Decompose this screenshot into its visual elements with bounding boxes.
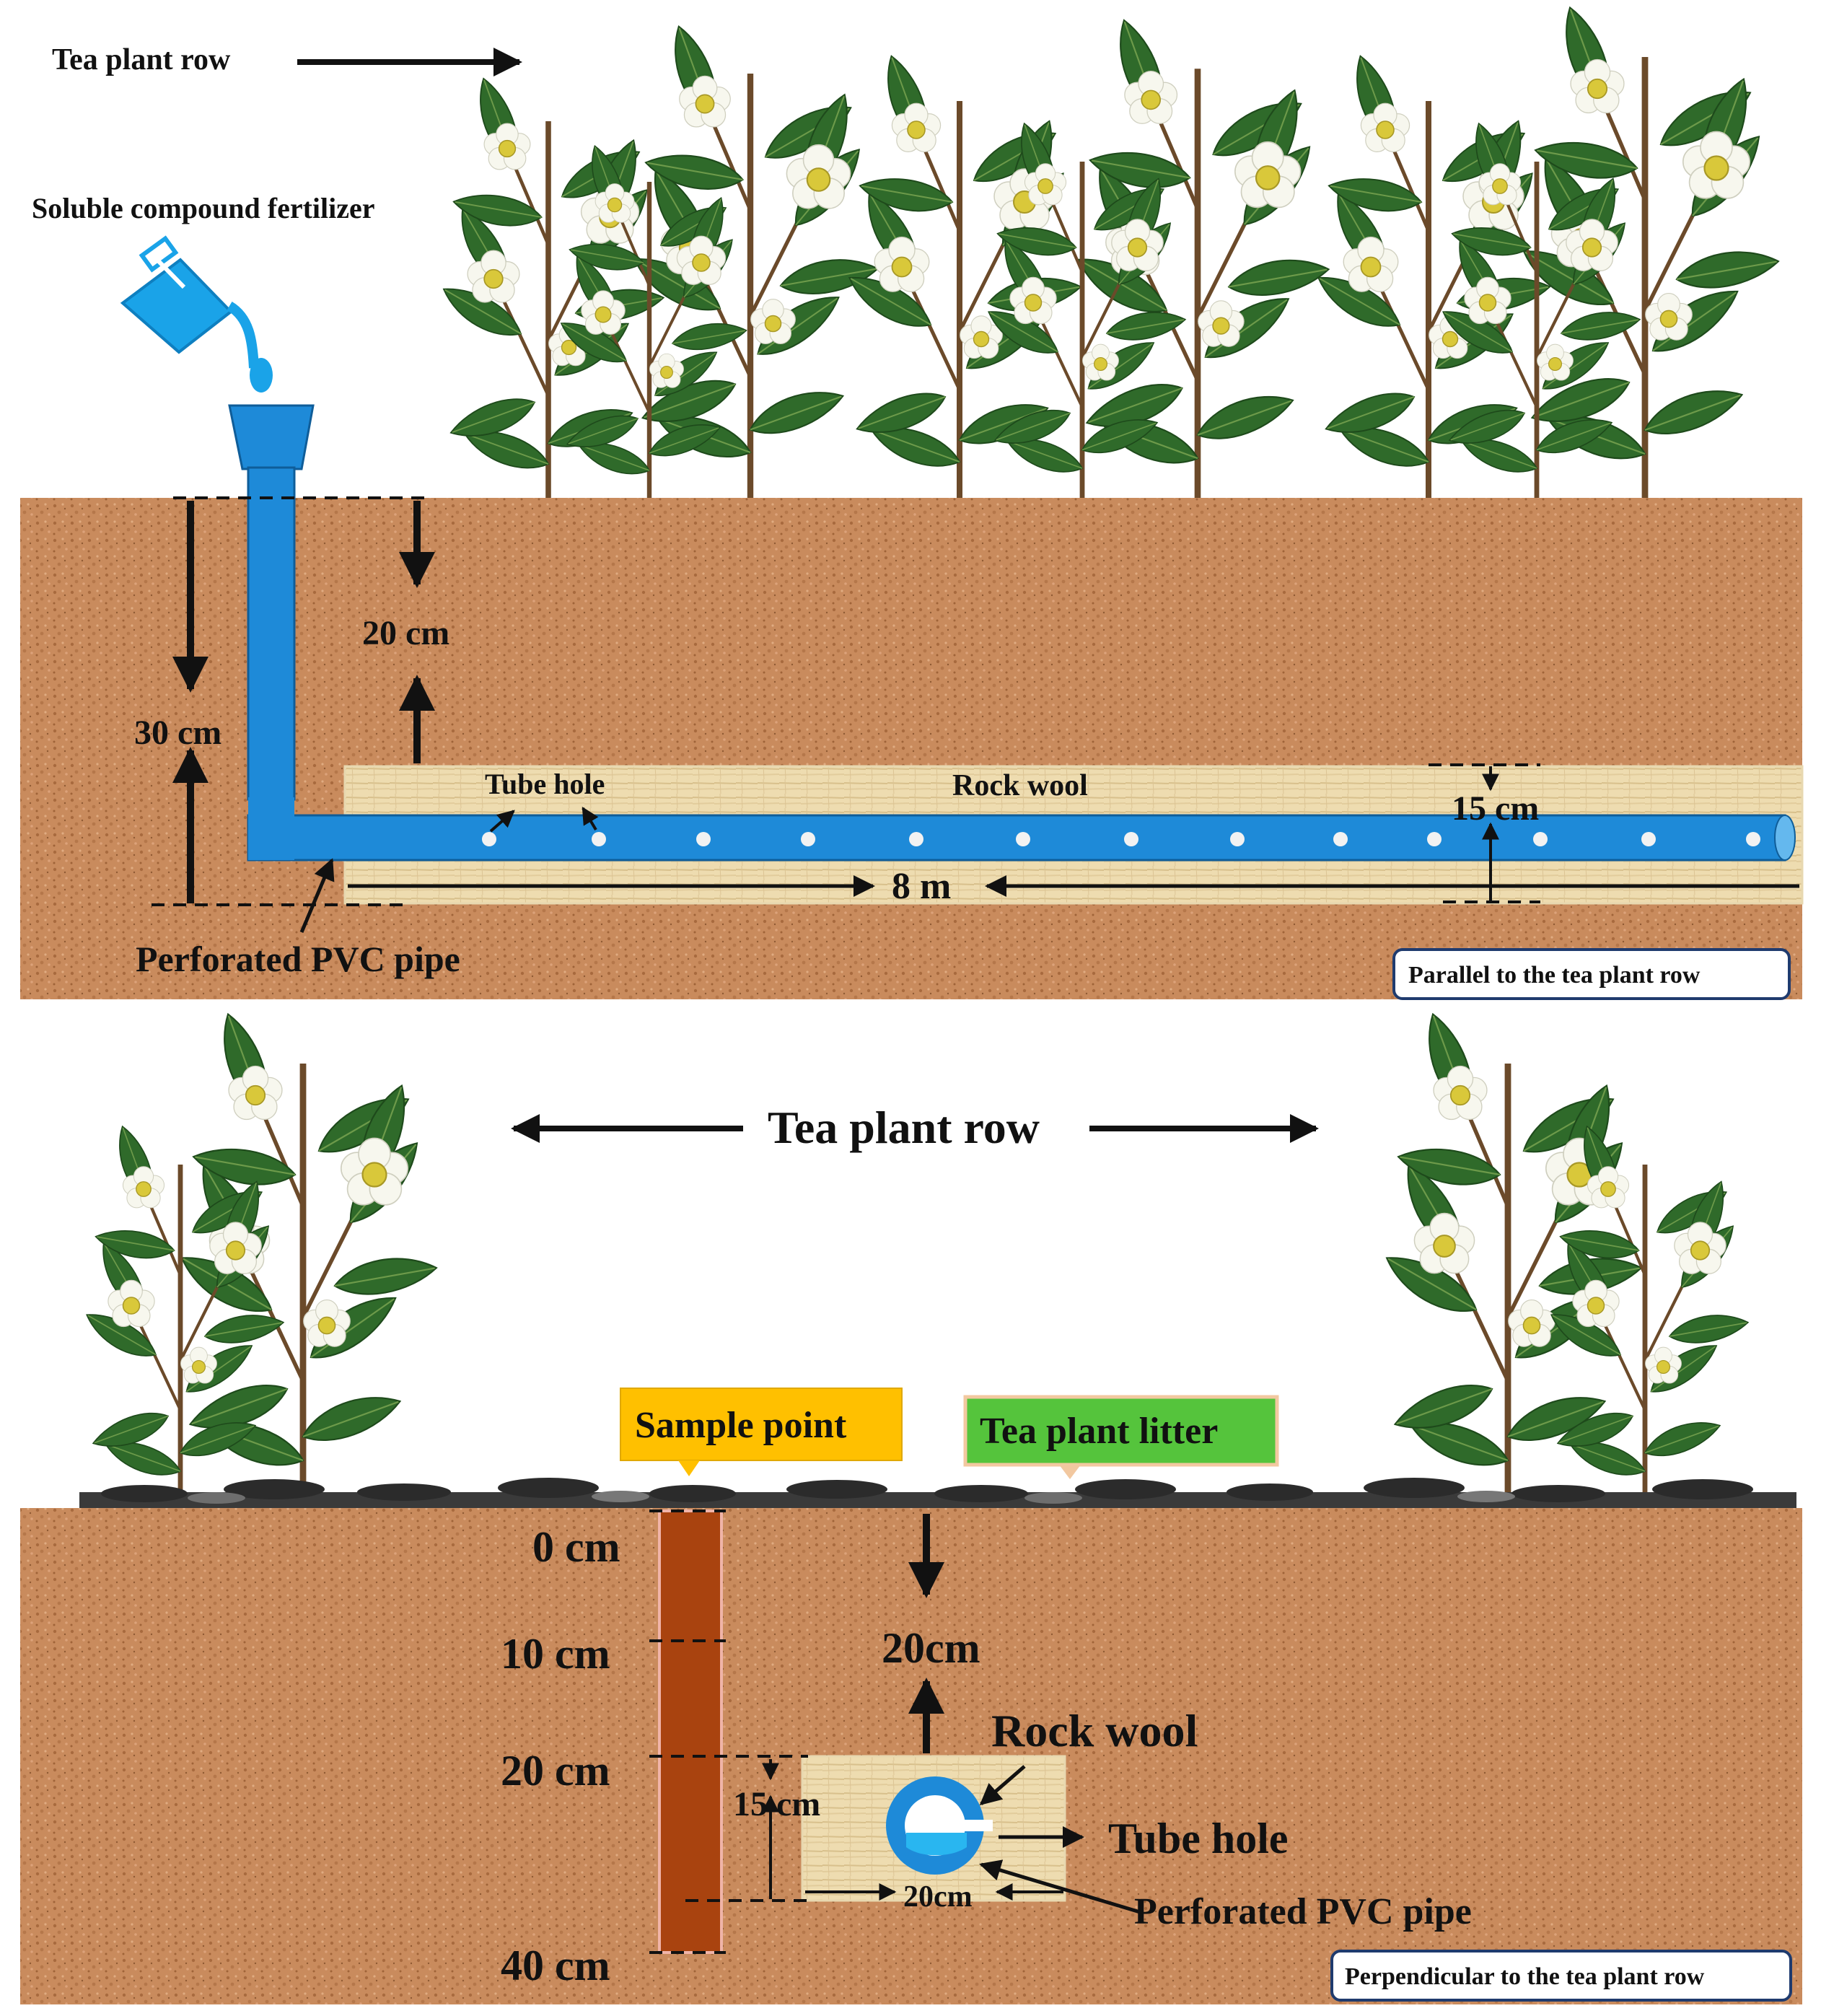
fertilizer-label: Soluble compound fertilizer: [32, 192, 375, 224]
bottom-rock-wool-label: Rock wool: [991, 1705, 1198, 1756]
top-width-15-label: 15 cm: [1452, 789, 1539, 828]
bottom-tea-plants: [80, 1009, 1750, 1508]
bottom-depth-20cm-label: 20cm: [882, 1624, 980, 1672]
bottom-width-20cm-label: 20cm: [903, 1880, 973, 1914]
bottom-tea-row-label: Tea plant row: [768, 1102, 1040, 1153]
sample-point-label: Sample point: [635, 1405, 847, 1446]
funnel: [228, 404, 315, 470]
bottom-orientation-label: Perpendicular to the tea plant row: [1345, 1963, 1705, 1990]
top-pipe-label: Perforated PVC pipe: [136, 939, 460, 979]
top-orientation-badge: Parallel to the tea plant row: [1392, 948, 1791, 1000]
bottom-dashed-guides: [649, 1509, 808, 1954]
top-tea-row-label: Tea plant row: [52, 43, 231, 76]
sample-column: [658, 1509, 723, 1954]
pipe-pointer: [299, 858, 335, 933]
tea-litter-layer: [79, 1478, 1796, 1508]
top-soil: [20, 498, 1802, 999]
depth-20-label: 20 cm: [501, 1747, 610, 1794]
top-rock-wool-label: Rock wool: [952, 769, 1088, 802]
tea-litter-label: Tea plant litter: [980, 1411, 1218, 1452]
fertilizer-jug-icon: [120, 235, 273, 393]
top-depth-20-label: 20 cm: [362, 614, 449, 652]
depth-40-label: 40 cm: [501, 1942, 610, 1989]
sample-point-callout: Sample point: [620, 1388, 903, 1476]
bottom-width-15-label: 15 cm: [733, 1785, 820, 1823]
pipe-cross-section-icon: [886, 1776, 993, 1875]
top-panel: Tea plant row Soluble compound fertilize…: [20, 2, 1804, 1000]
top-orientation-label: Parallel to the tea plant row: [1408, 962, 1701, 989]
bottom-tube-hole-label: Tube hole: [1108, 1815, 1289, 1862]
tea-litter-callout: Tea plant litter: [963, 1395, 1279, 1479]
tube-hole-pointers: [489, 806, 599, 833]
top-tube-hole-label: Tube hole: [485, 768, 605, 800]
bottom-pointers: [979, 1765, 1141, 1914]
depth-10-label: 10 cm: [501, 1630, 610, 1678]
bottom-orientation-badge: Perpendicular to the tea plant row: [1330, 1950, 1792, 2002]
pipe-holes: [482, 832, 1760, 846]
bottom-panel: Sample point Tea plant litter Tea plant …: [20, 1009, 1802, 2004]
top-pvc-pipe: [228, 404, 1796, 862]
bottom-pipe-label: Perforated PVC pipe: [1134, 1891, 1472, 1932]
top-length-8-label: 8 m: [892, 866, 951, 907]
top-tea-plants: [436, 2, 1781, 505]
top-depth-30-label: 30 cm: [134, 714, 221, 752]
depth-0-label: 0 cm: [532, 1523, 620, 1571]
